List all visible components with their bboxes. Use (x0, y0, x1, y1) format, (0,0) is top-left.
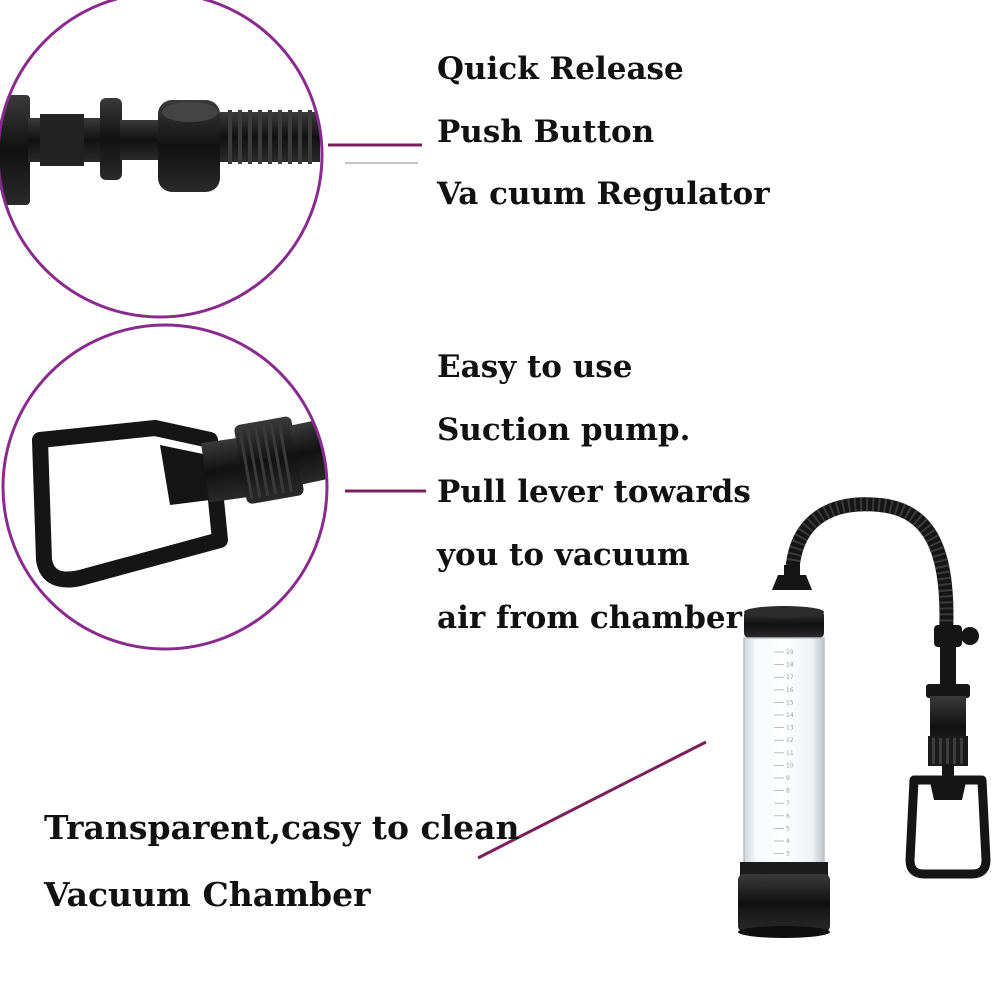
scale-mark-label: 3 (786, 851, 790, 858)
scale-mark-label: 7 (786, 800, 790, 807)
scale-mark-label: 13 (786, 725, 794, 732)
air-from-chamber-label: air from chamber (437, 600, 742, 636)
pull-lever-label: Pull lever towards (437, 474, 751, 510)
quick-release-label: Quick Release (437, 51, 684, 87)
scale-mark-label: 16 (786, 687, 794, 694)
scale-mark-label: 8 (786, 788, 790, 795)
scale-mark-label: 17 (786, 674, 794, 681)
scale-mark-label: 12 (786, 737, 794, 744)
vacuum-pump-icon: 19 18 17 16 15 14 13 12 11 10 9 8 7 6 5 4 3 (738, 497, 991, 938)
pump-handle-icon (1, 323, 329, 651)
vacuum-regulator-label: Va cuum Regulator (437, 176, 770, 212)
scale-mark-label: 15 (786, 699, 794, 706)
scale-mark-label: 10 (786, 762, 794, 769)
scale-mark-label: 6 (786, 813, 790, 820)
scale-mark-label: 9 (786, 775, 790, 782)
scale-mark-label: 19 (786, 649, 794, 656)
scale-marks: 19 18 17 16 15 14 13 12 11 10 9 8 7 6 5 4 3 (774, 649, 794, 858)
scale-mark-label: 5 (786, 825, 790, 832)
scale-mark-label: 11 (786, 750, 794, 757)
to-vacuum-label: you to vacuum (437, 537, 690, 573)
transparent-label: Transparent,casy to clean (44, 808, 520, 847)
scale-mark-label: 14 (786, 712, 794, 719)
scale-mark-label: 4 (786, 838, 790, 845)
vacuum-chamber-label: Vacuum Chamber (44, 875, 371, 914)
push-button-label: Push Button (437, 114, 655, 150)
suction-pump-label: Suction pump. (437, 412, 691, 448)
leader-line-chamber (477, 740, 707, 860)
easy-to-use-label: Easy to use (437, 349, 633, 385)
quick-release-valve-icon (0, 0, 324, 319)
scale-mark-label: 18 (786, 662, 794, 669)
